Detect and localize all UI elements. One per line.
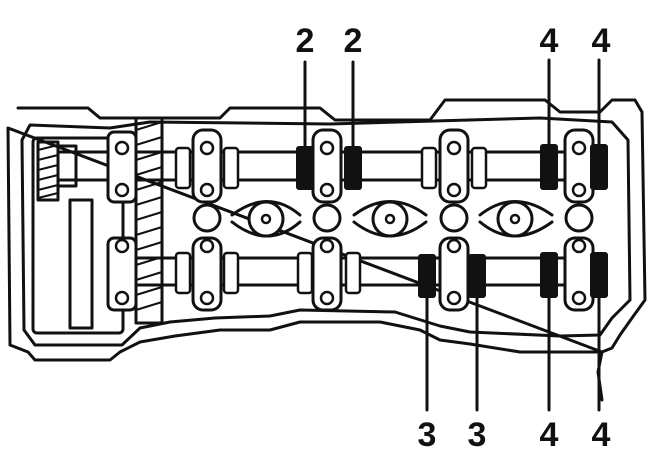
gear-main — [134, 116, 164, 325]
leader-lines — [303, 58, 601, 412]
timing-cover-slot — [68, 198, 94, 330]
callout-bottom-1: 3 — [418, 416, 437, 454]
plug-wells — [192, 200, 594, 238]
callout-top-2: 2 — [344, 22, 363, 60]
cylinder-head-outline — [6, 98, 647, 402]
cam-lobes-plain — [174, 146, 488, 295]
callout-bottom-3: 4 — [540, 416, 559, 454]
callout-top-4: 4 — [592, 22, 611, 60]
gear-hub-upper — [56, 144, 78, 188]
cam-lobes-highlighted — [296, 144, 608, 298]
callout-top-3: 4 — [540, 22, 559, 60]
callout-bottom-4: 4 — [592, 416, 611, 454]
gear-left — [36, 140, 60, 202]
timing-housing — [31, 136, 125, 335]
cylinder-head-inner-outline — [20, 116, 632, 347]
callout-bottom-2: 3 — [468, 416, 487, 454]
callout-top-1: 2 — [296, 22, 315, 60]
cap-bolts — [114, 140, 587, 306]
